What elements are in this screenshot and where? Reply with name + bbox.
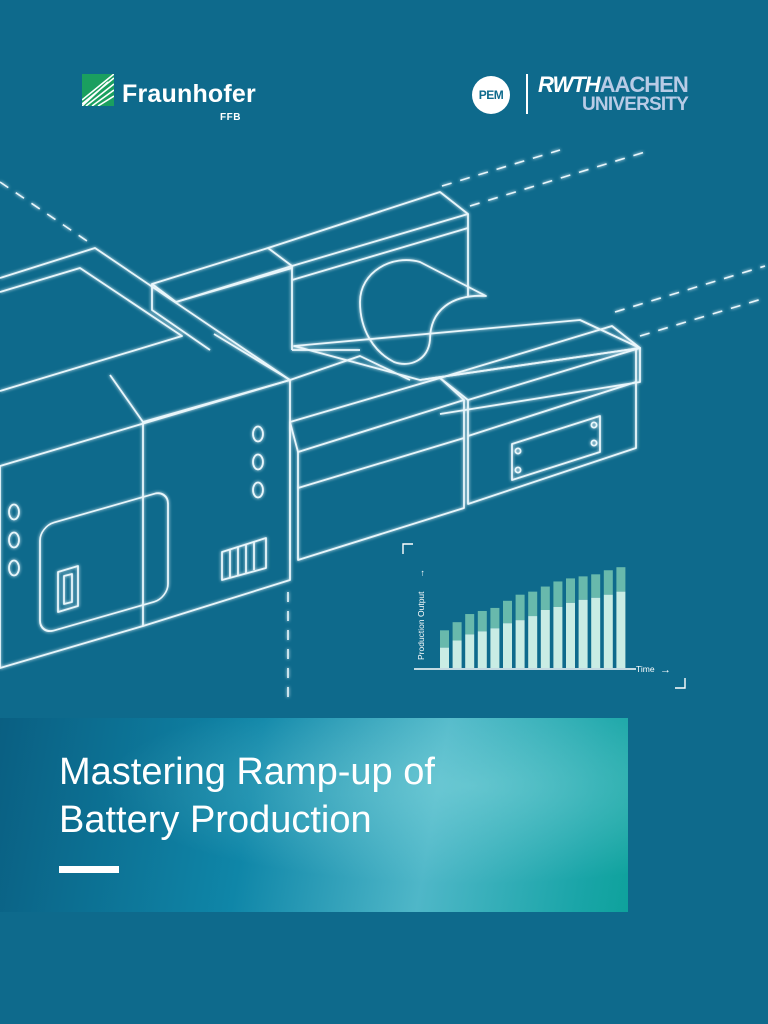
- chart-bar-upper: [503, 600, 512, 624]
- rwth-pem-logo: PEM RWTHAACHEN UNIVERSITY: [472, 72, 712, 122]
- chart-bar-lower: [540, 609, 550, 668]
- chart-bar-upper: [452, 622, 462, 641]
- chart-bar-upper: [553, 581, 563, 607]
- chart-xlabel-arrow: →: [660, 664, 671, 676]
- chart-bar-upper: [528, 591, 538, 617]
- chart-bar-upper: [540, 586, 550, 610]
- fraunhofer-logo: Fraunhofer FFB: [82, 74, 282, 124]
- chart-bar-upper: [578, 576, 588, 600]
- chart-bar-lower: [616, 591, 626, 668]
- chart-bar-upper: [591, 574, 601, 598]
- chart-bar-upper: [490, 607, 500, 629]
- fraunhofer-unit: FFB: [220, 112, 241, 123]
- fraunhofer-name: Fraunhofer: [122, 80, 256, 108]
- chart-bar-upper: [603, 570, 613, 595]
- title-banner: Mastering Ramp-up of Battery Production: [0, 718, 628, 912]
- chart-bar-lower: [528, 616, 538, 668]
- logo-divider: [526, 74, 528, 114]
- fraunhofer-mark-icon: [82, 74, 114, 106]
- chart-bar-upper: [515, 594, 525, 621]
- chart-corner-bottom-right: [675, 678, 686, 689]
- chart-bar-upper: [440, 630, 449, 648]
- chart-bar-upper: [465, 614, 475, 635]
- chart-bar-lower: [515, 620, 525, 668]
- rwth-prefix: RWTH: [538, 72, 601, 97]
- chart-bar-lower: [591, 597, 601, 668]
- machine-illustration: [0, 149, 766, 700]
- pem-badge: PEM: [472, 76, 510, 114]
- chart-bar-lower: [477, 631, 487, 668]
- chart-bar-upper: [566, 578, 575, 603]
- title-line-1: Mastering Ramp-up of: [59, 751, 435, 793]
- chart-bar-upper: [616, 567, 626, 592]
- rwth-suffix: AACHEN: [599, 72, 689, 97]
- page-title: Mastering Ramp-up of Battery Production: [59, 748, 599, 844]
- chart-ylabel-arrow: →: [416, 569, 426, 578]
- title-rule: [59, 866, 119, 873]
- chart-bar-lower: [566, 602, 575, 668]
- chart-bar-lower: [490, 628, 500, 668]
- chart-bar-lower: [578, 599, 588, 668]
- chart-bar-lower: [465, 634, 475, 668]
- chart-corner-top-left: [402, 543, 413, 554]
- title-line-2: Battery Production: [59, 799, 372, 841]
- chart-xlabel: Time: [636, 664, 655, 674]
- chart-bar-lower: [503, 623, 512, 668]
- rwth-wordmark: RWTHAACHEN: [538, 72, 689, 98]
- chart-bar-lower: [553, 606, 563, 668]
- chart-bar-lower: [603, 594, 613, 668]
- chart-bar-upper: [477, 610, 487, 632]
- chart-ylabel: Production Output: [416, 591, 426, 660]
- chart-bars: [440, 567, 626, 668]
- rwth-university: UNIVERSITY: [582, 94, 689, 115]
- chart-bar-lower: [452, 640, 462, 668]
- chart-bar-lower: [440, 647, 449, 668]
- ramp-up-chart: Production Output → Time →: [402, 543, 686, 689]
